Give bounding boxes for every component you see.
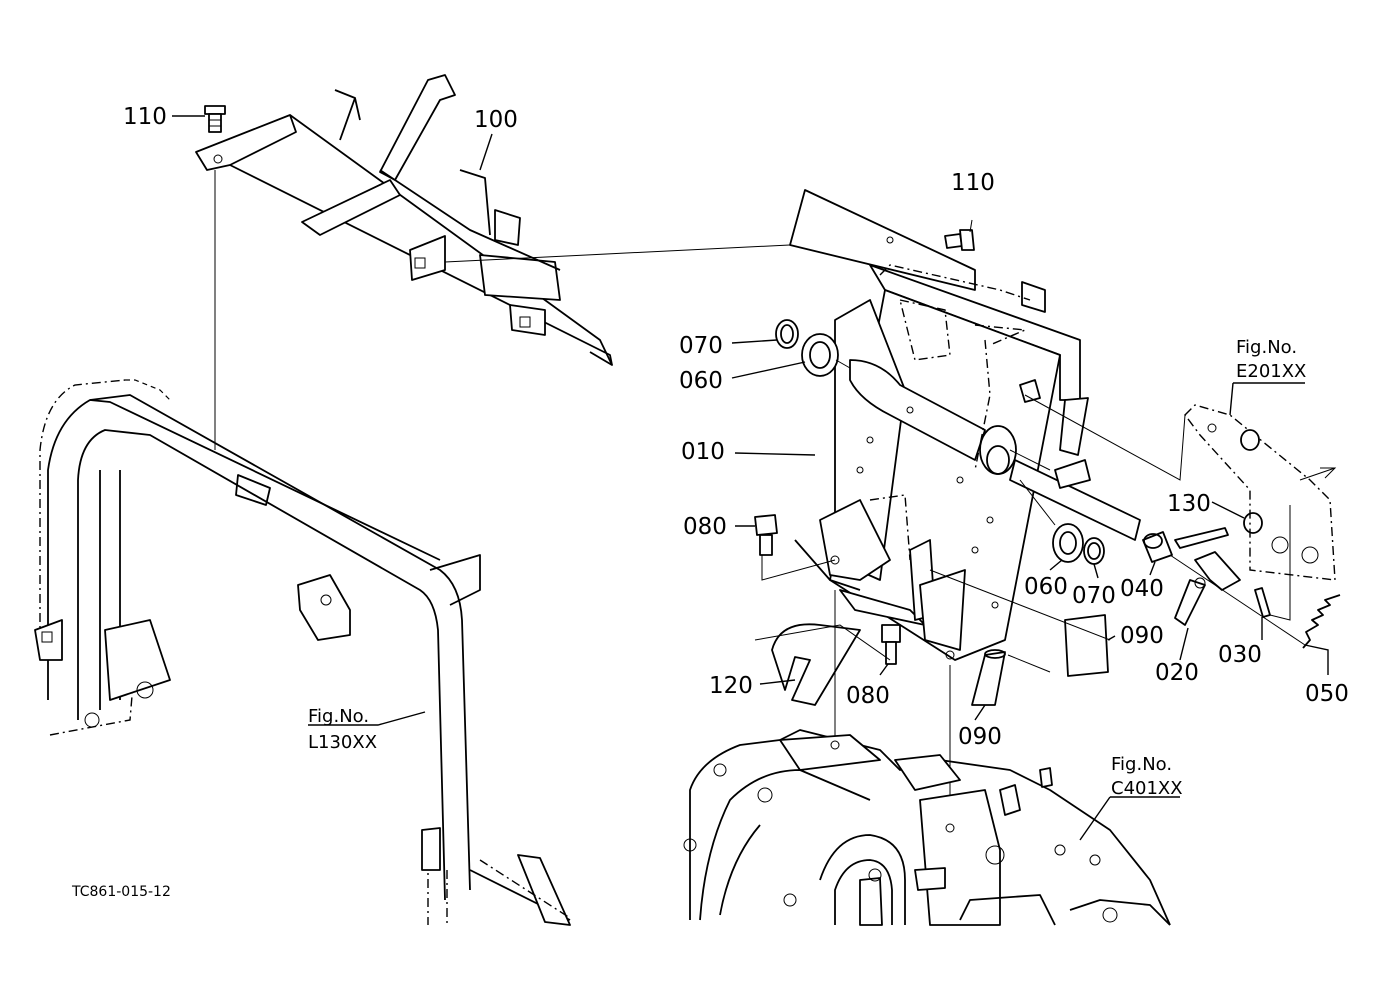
fig-ref-c401-code: C401XX <box>1111 778 1183 799</box>
bearing-060-mid <box>1052 523 1084 563</box>
callout-060-mid: 060 <box>1024 574 1068 600</box>
callout-040: 040 <box>1120 576 1164 602</box>
bracket-010 <box>789 189 1141 661</box>
leader-110-right <box>969 219 973 233</box>
spring-050 <box>1302 594 1341 649</box>
ring-070-top <box>775 319 799 349</box>
callout-130: 130 <box>1167 491 1211 517</box>
callout-110-left: 110 <box>123 104 167 130</box>
nut-130 <box>1243 512 1263 534</box>
bracket-100 <box>195 74 613 366</box>
callout-120: 120 <box>709 673 753 699</box>
assembly-lines <box>754 359 1306 825</box>
bolt-080-mid <box>881 624 901 665</box>
fig-ref-l130-prefix: Fig.No. <box>308 706 369 727</box>
callout-010: 010 <box>681 439 725 465</box>
lever-020 <box>1174 527 1241 626</box>
callout-030: 030 <box>1218 642 1262 668</box>
fig-ref-e201-prefix: Fig.No. <box>1236 337 1297 358</box>
fig-ref-e201-code: E201XX <box>1236 361 1306 382</box>
callout-060-top: 060 <box>679 368 723 394</box>
fig-ref-l130-code: L130XX <box>308 732 377 753</box>
collar-040 <box>1142 531 1173 563</box>
drawing-code: TC861-015-12 <box>71 884 171 900</box>
callout-090-right: 090 <box>1120 623 1164 649</box>
bolt-080-left <box>754 514 778 556</box>
fig-ref-c401-prefix: Fig.No. <box>1111 754 1172 775</box>
tube-090-bottom <box>971 649 1006 706</box>
callout-leaders <box>172 115 1329 841</box>
pad-090-right <box>1064 614 1109 677</box>
bolt-110-left <box>204 105 226 133</box>
callout-070-mid: 070 <box>1072 583 1116 609</box>
callout-080-mid: 080 <box>846 683 890 709</box>
ring-070-mid <box>1083 537 1105 565</box>
callout-080-left: 080 <box>683 514 727 540</box>
bearing-060-top <box>801 333 839 377</box>
callout-020: 020 <box>1155 660 1199 686</box>
bracket-e201 <box>1184 404 1337 581</box>
callout-070-top: 070 <box>679 333 723 359</box>
callout-110-right: 110 <box>951 170 995 196</box>
callout-100: 100 <box>474 107 518 133</box>
case-c401 <box>683 729 1171 926</box>
frame-l130 <box>34 379 571 926</box>
callout-050: 050 <box>1305 681 1349 707</box>
callout-090-bottom: 090 <box>958 724 1002 750</box>
spacer-120 <box>771 623 861 706</box>
bolt-110-right <box>944 229 975 251</box>
